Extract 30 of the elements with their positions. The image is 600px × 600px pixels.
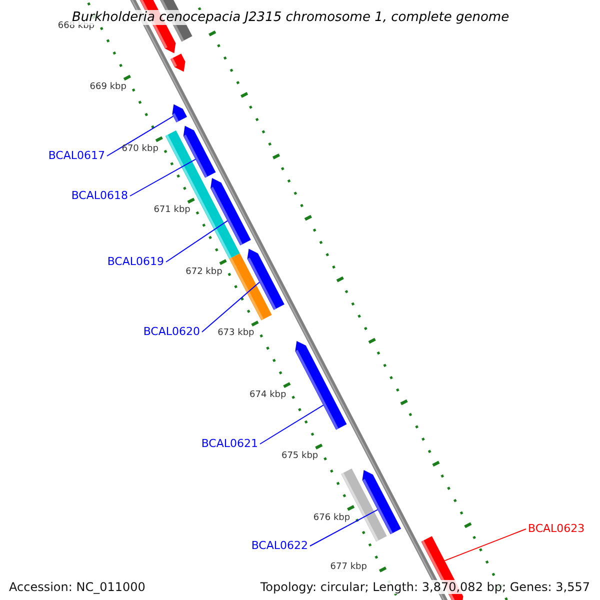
scale-label: 673 kbp [218, 329, 254, 338]
gene-label: BCAL0621 [201, 438, 258, 449]
gene-feature [362, 470, 402, 534]
scale-label: 672 kbp [186, 268, 222, 277]
info-text: Accession: NC_011000 [7, 580, 148, 594]
scale-label: 670 kbp [122, 144, 158, 154]
gene-label: BCAL0620 [143, 326, 200, 337]
gene-label: BCAL0617 [48, 150, 105, 161]
gene-feature [172, 104, 187, 122]
gene-feature [210, 178, 251, 246]
scale-label: 671 kbp [154, 206, 190, 216]
leader-line [106, 116, 174, 156]
leader-line [202, 282, 260, 332]
gene-label: BCAL0619 [107, 256, 164, 267]
scale-label: 669 kbp [90, 83, 126, 92]
gene-label: BCAL0622 [251, 540, 308, 551]
leader-line [444, 528, 526, 562]
leader-line [260, 404, 324, 444]
leader-line [166, 220, 228, 262]
scale-label: 675 kbp [281, 452, 318, 462]
gene-feature [295, 340, 347, 430]
title: Burkholderia cenocepacia J2315 chromosome 1, complete genome [70, 10, 512, 25]
gene-feature [247, 248, 284, 310]
gene-feature [183, 126, 216, 178]
scale-label: 677 kbp [330, 563, 367, 572]
leader-line [310, 509, 378, 546]
gene-label: BCAL0623 [528, 523, 585, 534]
info-text: Topology: circular; Length: 3,870,082 bp; Genes: 3,557 [258, 580, 592, 594]
leader-line [130, 158, 196, 196]
gene-label: BCAL0618 [71, 190, 128, 201]
